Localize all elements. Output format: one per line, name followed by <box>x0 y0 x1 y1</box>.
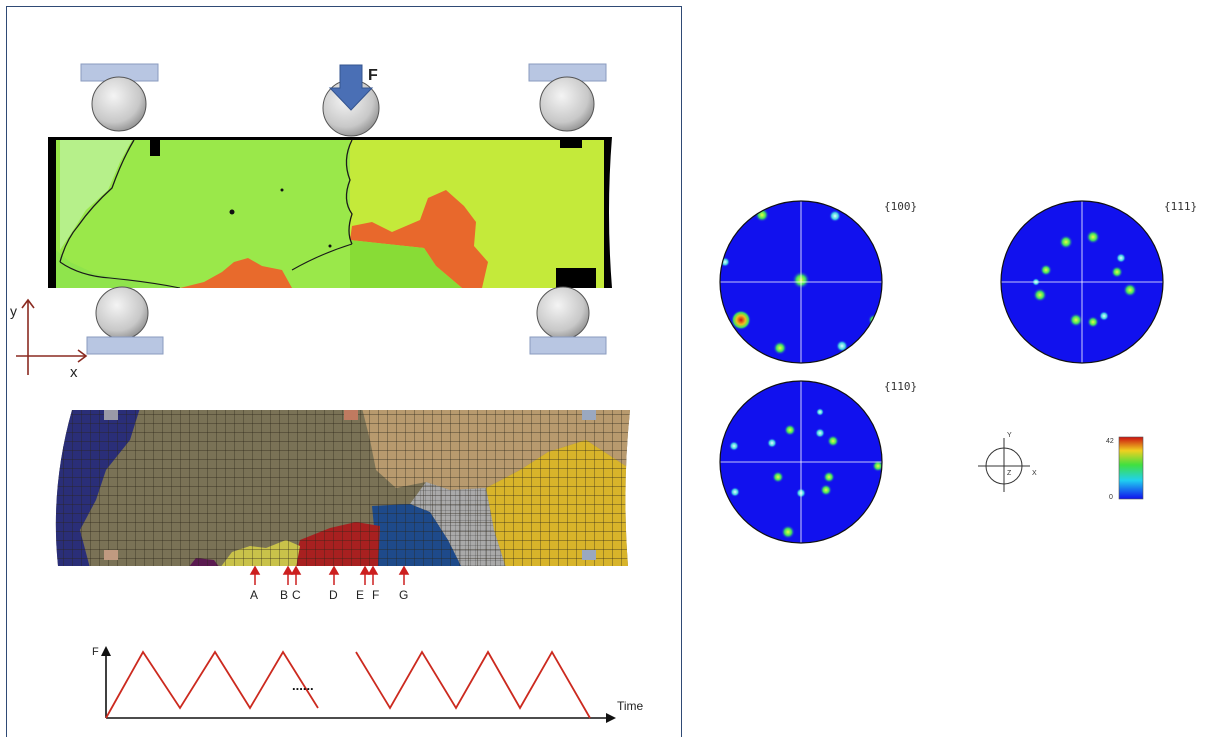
ebsd-beam-map <box>48 137 612 288</box>
y-axis-label: y <box>10 303 17 319</box>
load-curve-second <box>355 650 591 719</box>
f-axis-label: F <box>92 646 99 658</box>
marker-label-a: A <box>250 588 258 602</box>
pole-label-110: {110} <box>884 380 917 393</box>
marker-label-g: G <box>399 588 408 602</box>
sample-axis-z-label: Z <box>1007 470 1012 477</box>
time-axis-label: Time <box>617 699 644 713</box>
marker-label-e: E <box>356 588 364 602</box>
marker-label-f: F <box>372 588 379 602</box>
pole-figure-110: {110} <box>719 380 917 544</box>
bottom-left-support-plate <box>86 336 164 355</box>
marker-label-c: C <box>292 588 301 602</box>
legend-min-label: 0 <box>1109 494 1113 501</box>
sample-axis-x-label: X <box>1032 470 1037 477</box>
pole-label-100: {100} <box>884 200 917 213</box>
x-axis-label: x <box>70 364 78 381</box>
intensity-legend: 42 0 <box>1106 436 1144 501</box>
sample-axis-y-label: Y <box>1007 432 1012 439</box>
bottom-right-roller <box>536 286 590 340</box>
marker-label-d: D <box>329 588 338 602</box>
pole-figure-111: {111} <box>1000 200 1197 364</box>
top-left-roller <box>91 76 147 132</box>
sample-axes-indicator: Y Z X <box>978 432 1037 492</box>
bottom-left-roller <box>95 286 149 340</box>
load-curve-first <box>105 650 319 719</box>
pole-label-111: {111} <box>1164 200 1197 213</box>
fe-mesh: A B C D E F G <box>55 410 631 602</box>
bending-setup: F <box>10 63 612 381</box>
bottom-right-support-plate <box>529 336 607 355</box>
load-history-plot: F Time ...... <box>92 646 644 723</box>
marker-label-b: B <box>280 588 288 602</box>
force-arrow <box>328 64 374 111</box>
top-right-roller <box>539 76 595 132</box>
force-label: F <box>368 67 378 84</box>
load-ellipsis: ...... <box>292 678 314 693</box>
legend-max-label: 42 <box>1106 438 1114 445</box>
pole-figure-100: {100} <box>719 200 917 364</box>
crack-markers <box>249 565 410 585</box>
xy-axes <box>16 298 88 375</box>
